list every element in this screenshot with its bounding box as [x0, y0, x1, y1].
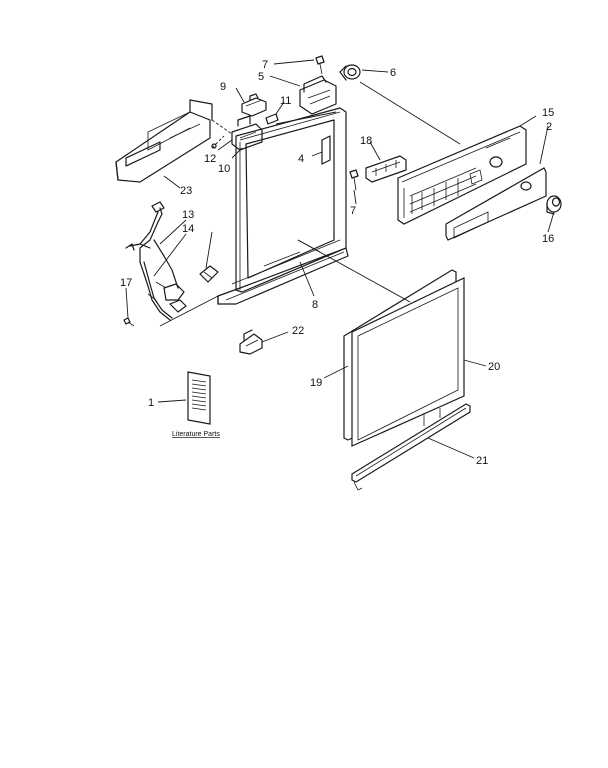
part-14-connector [199, 265, 219, 283]
part-17-knob [546, 195, 562, 215]
callout-4: 4 [298, 153, 304, 165]
callout-21: 18 [360, 135, 372, 147]
callout-1: 1 [148, 397, 154, 409]
part-16-control-panel [397, 125, 527, 225]
part-10-latch-bracket [231, 115, 263, 151]
part-22-hinge [239, 329, 263, 355]
part-11-screw [265, 113, 279, 125]
part-7-screw-top [315, 55, 325, 75]
callout-22: 22 [292, 325, 304, 337]
callout-16: 15 [542, 107, 554, 119]
part-13-wire-harness [125, 201, 187, 321]
callout-12: 12 [204, 153, 216, 165]
part-9-latch [241, 93, 267, 117]
callout-5: 5 [258, 71, 264, 83]
part-12-clip [211, 135, 225, 149]
callout-labels: 7 5 6 9 11 12 10 4 18 7 15 2 16 23 13 14… [120, 59, 554, 467]
callout-20: 21 [476, 455, 488, 467]
part-19-door-panel [351, 277, 465, 447]
leader-lines [125, 59, 555, 459]
callout-8: 8 [312, 299, 318, 311]
callout-23: 23 [180, 185, 192, 197]
callout-18: 19 [310, 377, 322, 389]
callout-9: 9 [220, 81, 226, 93]
callout-10: 10 [218, 163, 230, 175]
part-1-literature [187, 371, 211, 425]
part-23-control-housing [115, 99, 233, 183]
part-5-switch [299, 75, 337, 115]
callout-17: 16 [542, 233, 554, 245]
callout-15: 17 [120, 277, 132, 289]
literature-parts-caption: Literature Parts [172, 431, 220, 438]
callout-19: 20 [488, 361, 500, 373]
part-2-overlay [445, 167, 547, 241]
part-8-door-frame [217, 107, 349, 305]
callout-6: 6 [390, 67, 396, 79]
part-6-knob-bushing [339, 64, 361, 81]
part-15-screw [123, 317, 135, 327]
callout-13: 13 [182, 209, 194, 221]
callout-7-side: 7 [350, 205, 356, 217]
part-7-screw-side [349, 169, 359, 191]
callout-7-top: 7 [262, 59, 268, 71]
callout-2: 2 [546, 121, 552, 133]
part-21-bracket [365, 155, 407, 183]
part-20-toe-trim [351, 403, 471, 491]
callout-14: 14 [182, 223, 194, 235]
callout-11: 11 [280, 95, 291, 107]
